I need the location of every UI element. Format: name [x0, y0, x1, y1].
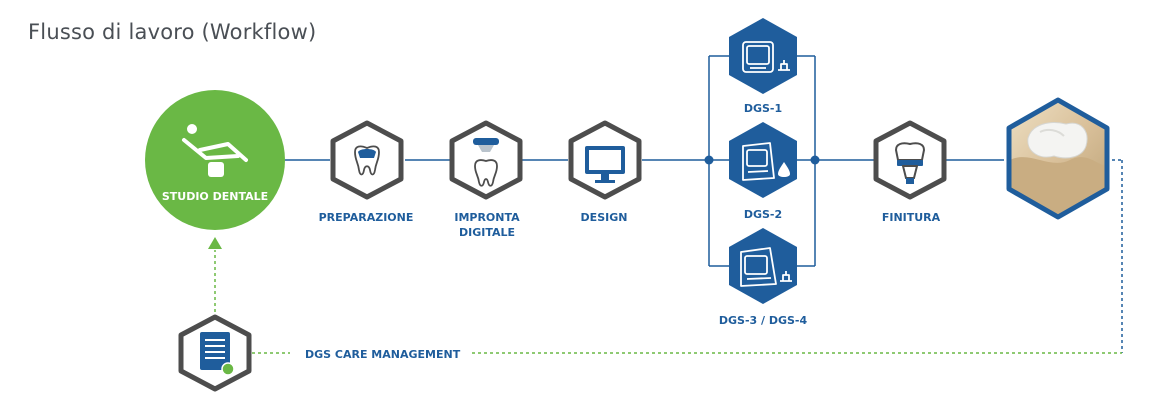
- label-care-management: DGS CARE MANAGEMENT: [305, 348, 461, 361]
- tooth-icon: [354, 145, 380, 176]
- milling-machine-icon: [742, 142, 790, 181]
- node-care-management: [178, 314, 252, 392]
- care-feedback-lines: [208, 159, 1123, 354]
- document-icon: [200, 332, 235, 376]
- node-finitura: [873, 120, 947, 200]
- label-preparazione: PREPARAZIONE: [318, 211, 414, 224]
- flow-connectors: [285, 55, 1004, 267]
- intraoral-scanner-icon: [473, 138, 499, 187]
- node-result-model: [1006, 97, 1110, 220]
- node-dgs-2: [729, 122, 797, 198]
- label-dgs-1: DGS-1: [743, 102, 783, 115]
- label-studio-dentale: STUDIO DENTALE: [161, 190, 269, 203]
- dental-chair-icon: [182, 124, 248, 177]
- node-dgs-3-4: [729, 228, 797, 304]
- label-impronta-line2: DIGITALE: [458, 226, 516, 239]
- label-impronta-line1: IMPRONTA: [454, 211, 520, 224]
- label-impronta: IMPRONTA DIGITALE: [454, 210, 519, 240]
- label-design: DESIGN: [580, 211, 628, 224]
- dental-model-icon: [1009, 100, 1107, 217]
- label-dgs-3-4: DGS-3 / DGS-4: [718, 314, 808, 327]
- node-design: [568, 120, 642, 200]
- crown-icon: [894, 142, 926, 184]
- milling-machine-icon: [740, 247, 792, 287]
- arrow-up-icon: [208, 237, 222, 249]
- node-impronta-digitale: [449, 120, 523, 200]
- milling-machine-icon: [742, 41, 790, 73]
- junction-dot-left: [704, 155, 714, 165]
- junction-dot-right: [810, 155, 820, 165]
- page-title: Flusso di lavoro (Workflow): [28, 20, 317, 44]
- node-preparazione: [330, 120, 404, 200]
- monitor-icon: [585, 146, 625, 183]
- label-finitura: FINITURA: [881, 211, 941, 224]
- label-dgs-2: DGS-2: [743, 208, 783, 221]
- node-dgs-1: [729, 18, 797, 94]
- node-studio-dentale: [145, 90, 285, 230]
